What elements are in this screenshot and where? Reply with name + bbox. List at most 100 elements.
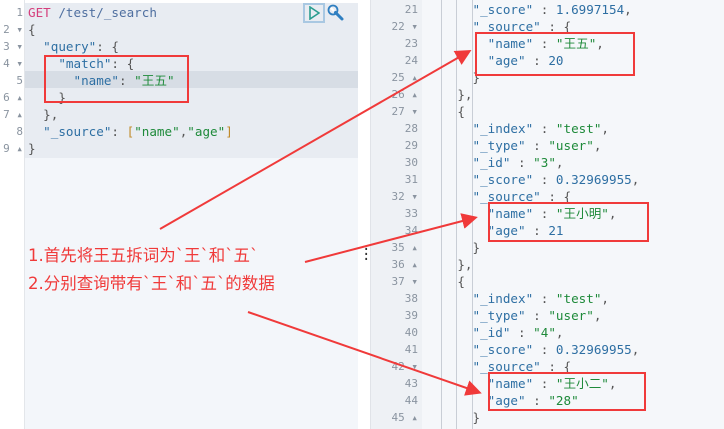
code-line: "_score" : 0.32969955, xyxy=(427,171,640,188)
run-request-button[interactable] xyxy=(303,3,325,23)
code-line: { xyxy=(427,103,639,120)
code-token: "王小二" xyxy=(555,376,609,391)
wrench-icon[interactable] xyxy=(327,4,345,22)
pane-resize-handle[interactable] xyxy=(358,0,370,429)
code-token: /test/_search xyxy=(58,5,157,20)
request-gutter xyxy=(0,0,25,429)
code-line: "age" : 21 xyxy=(427,222,639,239)
line-number: 25 ▴ xyxy=(391,71,419,84)
code-token: { xyxy=(427,274,465,289)
code-token: { xyxy=(28,22,36,37)
code-token: : xyxy=(533,376,556,391)
code-line: "_source" : { xyxy=(427,358,639,375)
code-token: "王小明" xyxy=(555,206,609,221)
line-number: 40 xyxy=(404,326,418,339)
code-line: "_score" : 1.6997154, xyxy=(427,1,639,18)
code-line: "name": "王五" xyxy=(28,72,233,89)
code-token: "age" xyxy=(187,124,226,139)
code-line: "_type" : "user", xyxy=(427,137,639,154)
code-token: : xyxy=(525,53,549,68)
code-token: 21 xyxy=(548,223,564,238)
code-token: "name" xyxy=(73,73,120,88)
code-token: : xyxy=(111,124,127,139)
active-line-highlight xyxy=(25,71,358,88)
code-token: : xyxy=(510,155,534,170)
line-number: 23 xyxy=(404,37,418,50)
line-number: 45 ▴ xyxy=(391,411,419,424)
code-token: "_index" xyxy=(472,121,534,136)
code-token: 20 xyxy=(548,53,564,68)
code-token: : xyxy=(533,121,556,136)
line-number: 39 xyxy=(404,309,418,322)
annotation-line-2: 2.分别查询带有`王`和`五`的数据 xyxy=(28,274,275,293)
code-token: "王五" xyxy=(134,73,175,88)
code-token: "王五" xyxy=(555,36,597,51)
code-line: "_index" : "test", xyxy=(427,290,639,307)
code-line: "_id" : "3", xyxy=(427,154,639,171)
code-token: , xyxy=(555,155,564,170)
code-line: } xyxy=(28,140,233,157)
line-number: 35 ▴ xyxy=(391,241,419,254)
code-token: [ xyxy=(126,124,135,139)
line-number: 41 xyxy=(404,343,418,356)
code-token: "test" xyxy=(555,291,602,306)
code-token: , xyxy=(631,342,640,357)
code-line: }, xyxy=(427,256,639,273)
code-token: "name" xyxy=(134,124,180,139)
line-number: 1 xyxy=(16,6,23,19)
line-number: 24 xyxy=(404,54,418,67)
code-token: } xyxy=(427,410,481,425)
code-token: "_type" xyxy=(472,138,526,153)
code-token: : xyxy=(533,206,556,221)
code-token: 0.32969955 xyxy=(555,342,632,357)
code-token: , xyxy=(631,172,640,187)
code-line: "_type" : "user", xyxy=(427,307,639,324)
line-number: 9 ▴ xyxy=(3,142,23,155)
code-token: "_source" xyxy=(472,359,541,374)
code-token: : xyxy=(119,73,135,88)
code-token: , xyxy=(601,121,610,136)
code-token: } xyxy=(28,141,36,156)
code-line: } xyxy=(28,89,233,106)
code-token: "age" xyxy=(487,223,526,238)
play-icon xyxy=(309,6,320,20)
code-token: "_id" xyxy=(472,155,511,170)
code-token: } xyxy=(427,240,481,255)
code-token: }, xyxy=(427,87,473,102)
code-token: : xyxy=(533,291,556,306)
code-line: "_source": ["name","age"] xyxy=(28,123,233,140)
code-line: "name" : "王小二", xyxy=(427,375,639,392)
code-line: GET /test/_search xyxy=(28,4,233,21)
code-token: "query" xyxy=(43,39,97,54)
code-token: : xyxy=(510,325,534,340)
request-code[interactable]: GET /test/_search{ "query": { "match": {… xyxy=(28,4,233,157)
code-line: "match": { xyxy=(28,55,233,72)
code-line: } xyxy=(427,239,639,256)
line-number: 43 xyxy=(404,377,418,390)
code-line: } xyxy=(427,409,639,426)
code-token: : { xyxy=(111,56,135,71)
code-token: 0.32969955 xyxy=(555,172,632,187)
code-token: , xyxy=(624,2,632,17)
code-token: : xyxy=(525,308,549,323)
code-token: , xyxy=(601,291,610,306)
code-token: , xyxy=(608,376,617,391)
code-line: }, xyxy=(427,86,639,103)
arrow-2 xyxy=(304,213,478,263)
line-number: 30 xyxy=(404,156,418,169)
code-line: "age" : 20 xyxy=(427,52,639,69)
code-token: , xyxy=(593,138,602,153)
code-line: { xyxy=(28,21,233,38)
code-token: "_type" xyxy=(472,308,526,323)
code-token: : { xyxy=(540,359,572,374)
line-number: 5 xyxy=(16,74,23,87)
code-line: "_source" : { xyxy=(427,188,639,205)
code-token: : xyxy=(525,223,549,238)
code-token: : { xyxy=(96,39,119,54)
code-token: "3" xyxy=(533,155,556,170)
code-token: : xyxy=(533,2,556,17)
code-line: "query": { xyxy=(28,38,233,55)
